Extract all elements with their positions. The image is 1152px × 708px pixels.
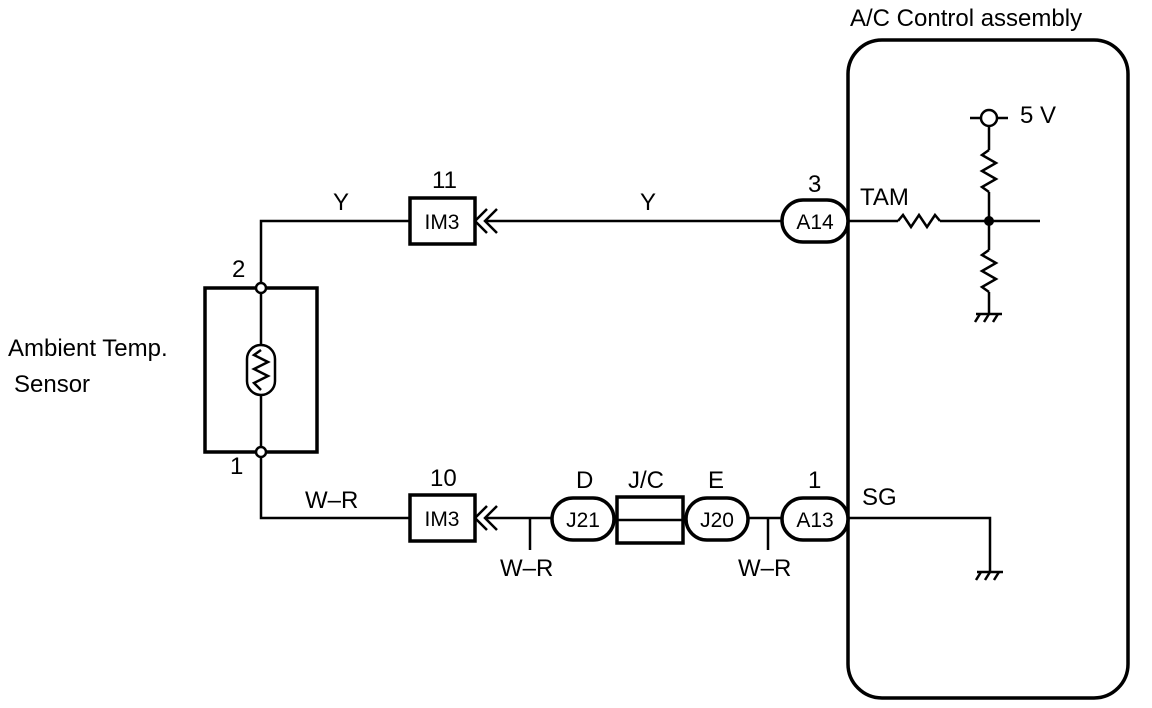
- wire-color-wr-branch-left: W–R: [500, 555, 553, 582]
- connector-im3-bottom: [408, 493, 477, 543]
- connector-a13-label: A13: [796, 509, 833, 532]
- pullup-resistor-icon: [979, 148, 999, 194]
- junction-connector-jc-label: J/C: [628, 467, 664, 494]
- ground-icon: [973, 312, 1002, 323]
- connector-j21-label: J21: [566, 509, 600, 532]
- connector-a13: [780, 496, 850, 542]
- pulldown-resistor-icon: [979, 248, 999, 294]
- supply-voltage: 5 V: [1020, 102, 1056, 129]
- ecu-outline: [846, 38, 1130, 700]
- tam-label: TAM: [860, 184, 909, 211]
- thermistor-icon: [245, 343, 277, 397]
- connector-a14-label: A14: [796, 211, 834, 234]
- wire-color-wr-branch-right: W–R: [738, 555, 791, 582]
- sensor-name-line2: Sensor: [14, 371, 90, 398]
- connector-a14-pin: 3: [808, 171, 821, 198]
- ac-control-assembly: A/C Control assembly 5 V TAM S: [846, 5, 1130, 700]
- sensor-name-line1: Ambient Temp.: [8, 335, 168, 362]
- supply-terminal-icon: [979, 108, 999, 128]
- connector-arrow-icon: [473, 505, 488, 531]
- sensor-pin-1-terminal: [254, 445, 268, 459]
- ground-icon: [974, 570, 1003, 581]
- tam-resistor-icon: [897, 212, 941, 230]
- connector-j21: [550, 496, 616, 542]
- ground-circuit: W–R IM3 10 W–R J21 D J/C J20 E W–R A13 1: [259, 457, 850, 582]
- ambient-temp-sensor: 2 1 Ambient Temp. Sensor: [8, 256, 319, 480]
- connector-a13-pin: 1: [808, 467, 821, 494]
- wire-y-left: [259, 219, 410, 283]
- voltage-divider: 5 V: [970, 102, 1056, 323]
- connector-im3-top-pin: 11: [432, 167, 457, 194]
- wire-color-wr-left: W–R: [305, 487, 358, 514]
- wire-color-y-right: Y: [640, 189, 656, 216]
- sensor-pin-top: 2: [232, 256, 245, 283]
- sensor-pin-bottom: 1: [230, 453, 243, 480]
- ecu-title: A/C Control assembly: [850, 5, 1082, 32]
- connector-im3-bottom-label: IM3: [424, 508, 459, 531]
- sg-label: SG: [862, 484, 897, 511]
- connector-a14: [780, 198, 850, 244]
- connector-im3-bottom-pin: 10: [430, 465, 457, 492]
- signal-circuit: Y IM3 11 Y A14 3: [259, 167, 850, 283]
- connector-im3-top-label: IM3: [424, 211, 459, 234]
- sensor-pin-2-terminal: [254, 281, 268, 295]
- connector-arrow-icon: [473, 208, 488, 234]
- connector-j20-label: J20: [700, 509, 734, 532]
- wire-color-y-left: Y: [333, 189, 349, 216]
- connector-j21-pin: D: [576, 467, 593, 494]
- wire-wr-left: [259, 457, 410, 520]
- connector-j20-pin: E: [708, 467, 724, 494]
